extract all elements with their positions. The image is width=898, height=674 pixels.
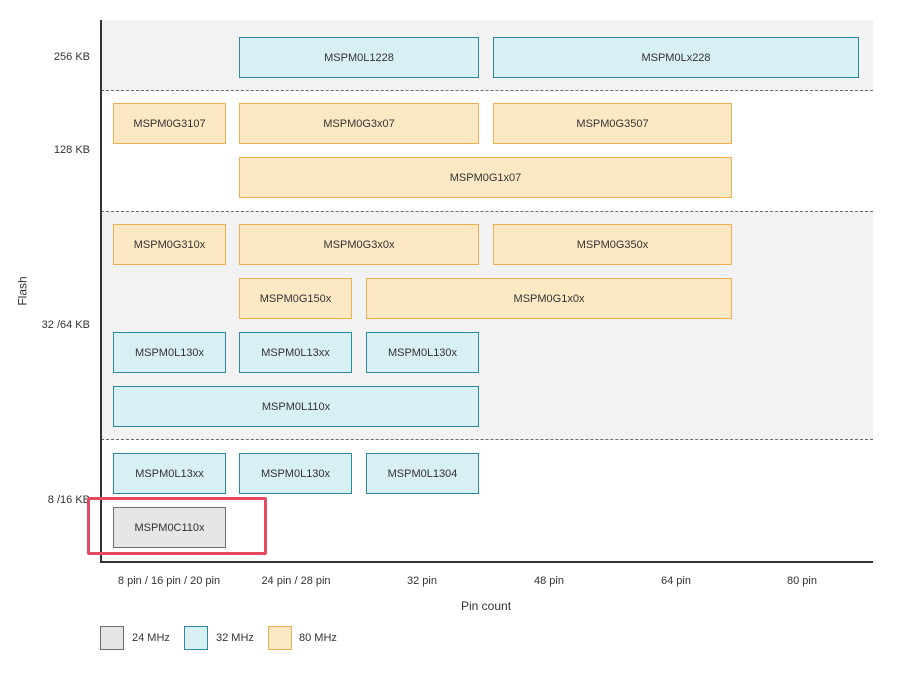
x-label-80pin: 80 pin <box>787 575 817 587</box>
x-label-32pin: 32 pin <box>407 575 437 587</box>
y-axis-title: Flash <box>15 276 30 306</box>
x-label-64pin: 64 pin <box>661 575 691 587</box>
y-axis-line <box>100 20 102 562</box>
y-label-128kb: 128 KB <box>53 144 90 156</box>
y-label-256kb: 256 KB <box>53 51 90 63</box>
chip-mspm0l130x-64kb-a: MSPM0L130x <box>113 332 226 373</box>
highlight-box <box>87 497 267 555</box>
divider-256-128 <box>101 90 873 91</box>
divider-128-64 <box>101 211 873 212</box>
chip-mspm0l1228: MSPM0L1228 <box>239 37 479 78</box>
chip-mspm0g350x: MSPM0G350x <box>493 224 732 265</box>
legend-label-80mhz: 80 MHz <box>299 632 337 644</box>
legend-swatch-80mhz <box>268 626 292 650</box>
chip-mspm0g3507: MSPM0G3507 <box>493 103 732 144</box>
chip-mspm0l130x-16kb: MSPM0L130x <box>239 453 352 494</box>
chip-mspm0lx228: MSPM0Lx228 <box>493 37 859 78</box>
chip-mspm0l110x: MSPM0L110x <box>113 386 479 427</box>
x-label-8-16-20pin: 8 pin / 16 pin / 20 pin <box>117 575 221 587</box>
chip-mspm0g3107: MSPM0G3107 <box>113 103 226 144</box>
chip-mspm0c110x: MSPM0C110x <box>113 507 226 548</box>
chip-mspm0g310x: MSPM0G310x <box>113 224 226 265</box>
x-axis-title: Pin count <box>461 599 512 613</box>
chip-mspm0g150x: MSPM0G150x <box>239 278 352 319</box>
chip-mspm0l130x-64kb-b: MSPM0L130x <box>366 332 479 373</box>
chip-mspm0g3x07: MSPM0G3x07 <box>239 103 479 144</box>
chip-mspm0l1304: MSPM0L1304 <box>366 453 479 494</box>
chip-mspm0g3x0x: MSPM0G3x0x <box>239 224 479 265</box>
legend-label-32mhz: 32 MHz <box>216 632 254 644</box>
x-label-24-28pin: 24 pin / 28 pin <box>261 575 331 587</box>
chip-mspm0g1x07: MSPM0G1x07 <box>239 157 732 198</box>
divider-64-16 <box>101 439 873 440</box>
chip-mspm0l13xx-16kb: MSPM0L13xx <box>113 453 226 494</box>
legend-swatch-24mhz <box>100 626 124 650</box>
x-axis-line <box>100 561 873 563</box>
y-label-32-64kb: 32 /64 KB <box>41 319 90 331</box>
legend-swatch-32mhz <box>184 626 208 650</box>
x-label-48pin: 48 pin <box>534 575 564 587</box>
chip-mspm0l13xx-64kb: MSPM0L13xx <box>239 332 352 373</box>
legend-label-24mhz: 24 MHz <box>132 632 170 644</box>
chip-mspm0g1x0x: MSPM0G1x0x <box>366 278 732 319</box>
y-label-8-16kb: 8 /16 KB <box>47 494 90 506</box>
